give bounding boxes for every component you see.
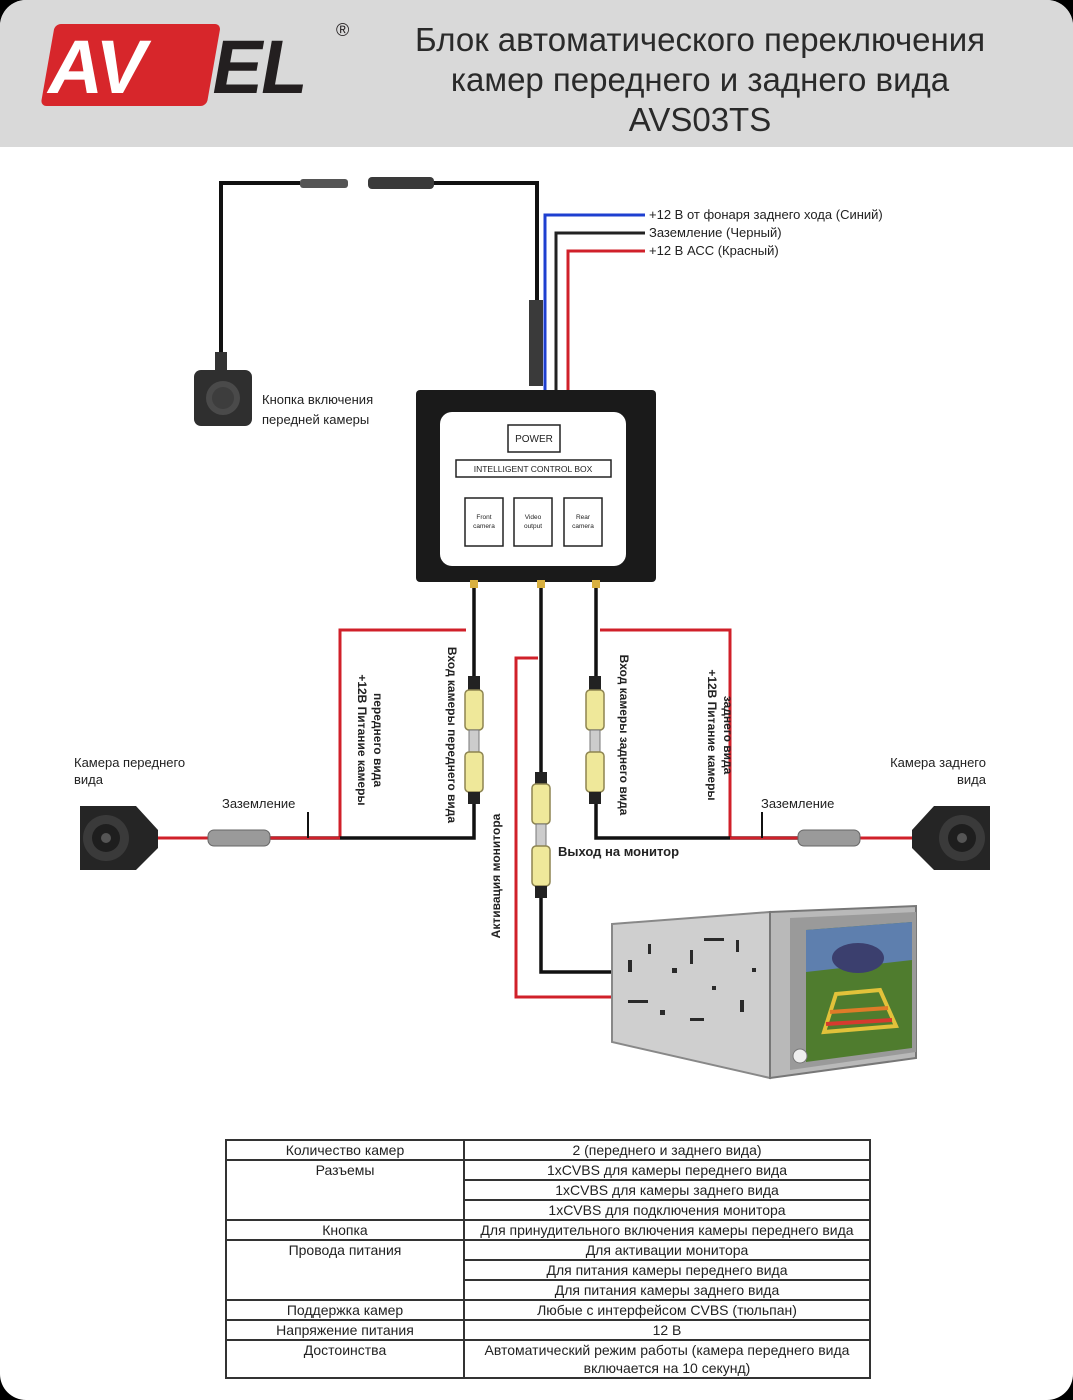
box-name: INTELLIGENT CONTROL BOX [474, 464, 593, 474]
table-row: 1xCVBS для подключения монитора [226, 1199, 871, 1221]
monitor-activation-label: Активация монитора [489, 813, 503, 938]
svg-text:+12В Питание камеры: +12В Питание камеры [355, 674, 369, 805]
svg-text:Вход камеры переднего вида: Вход камеры переднего вида [445, 647, 459, 823]
front-camera [80, 806, 158, 870]
rear-camera-line1: Камера заднего [890, 755, 986, 770]
port-rear-l1: Rear [576, 514, 591, 521]
svg-text:EL: EL [206, 26, 314, 110]
wire-red-label: +12 В АСС (Красный) [649, 243, 779, 258]
page-title: Блок автоматического переключения камер … [380, 20, 1020, 140]
spec-key: Количество камер [225, 1139, 465, 1161]
wire-blue-label: +12 В от фонаря заднего хода (Синий) [649, 207, 883, 222]
spec-key: Напряжение питания [225, 1319, 465, 1341]
svg-text:Активация монитора: Активация монитора [489, 813, 503, 938]
spec-value: 1xCVBS для камеры заднего вида [463, 1179, 871, 1201]
rca-connectors [207, 676, 861, 898]
rear-power-label: +12В Питание камеры заднего вида [705, 669, 735, 800]
spec-key: Кнопка [225, 1219, 465, 1241]
registered-mark: ® [336, 20, 349, 40]
rear-input-label: Вход камеры заднего вида [617, 655, 631, 816]
front-power-label: +12В Питание камеры переднего вида [355, 674, 385, 805]
wiring-diagram: +12 В от фонаря заднего хода (Синий) Заз… [74, 177, 990, 1080]
spec-value: Для принудительного включения камеры пер… [463, 1219, 871, 1241]
table-row: 1xCVBS для камеры заднего вида [226, 1179, 871, 1201]
port-video-l2: output [524, 523, 542, 530]
spec-key: Достоинства [225, 1339, 465, 1379]
front-input-label: Вход камеры переднего вида [445, 647, 459, 823]
spec-value: Автоматический режим работы (камера пере… [463, 1339, 871, 1379]
rear-ground-label: Заземление [761, 796, 834, 811]
power-label: POWER [515, 434, 553, 445]
table-row: Для питания камеры заднего вида [226, 1279, 871, 1301]
spec-value: Для активации монитора [463, 1239, 871, 1261]
spec-key: Поддержка камер [225, 1299, 465, 1321]
svg-text:переднего вида: переднего вида [371, 693, 385, 787]
front-camera-button [194, 352, 252, 426]
title-line-2: камер переднего и заднего вида [450, 61, 950, 98]
power-wires: +12 В от фонаря заднего хода (Синий) Заз… [543, 207, 883, 390]
button-cable [219, 177, 543, 386]
spec-value: 1xCVBS для подключения монитора [463, 1199, 871, 1221]
spec-value: 2 (переднего и заднего вида) [463, 1139, 871, 1161]
front-camera-line2: вида [74, 772, 104, 787]
svg-text:заднего вида: заднего вида [721, 696, 735, 775]
avel-logo: AV EL ® [41, 20, 349, 110]
port-front-l1: Front [476, 514, 491, 521]
svg-text:Вход камеры заднего вида: Вход камеры заднего вида [617, 655, 631, 816]
wire-black-label: Заземление (Черный) [649, 225, 782, 240]
spec-key: Разъемы [225, 1159, 465, 1221]
rear-camera [912, 806, 990, 870]
port-rear-l2: camera [572, 523, 594, 530]
title-line-1: Блок автоматического переключения [414, 21, 986, 58]
spec-value: 12 В [463, 1319, 871, 1341]
header: AV EL ® Блок автоматического переключени… [0, 0, 1073, 147]
head-unit-monitor [611, 904, 917, 1080]
table-row: Для питания камеры переднего вида [226, 1259, 871, 1281]
control-box: POWER INTELLIGENT CONTROL BOX Front came… [416, 390, 656, 582]
spec-value: Для питания камеры переднего вида [463, 1259, 871, 1281]
button-label-line2: передней камеры [262, 412, 369, 427]
monitor-output-label: Выход на монитор [558, 844, 679, 859]
button-label-line1: Кнопка включения [262, 392, 373, 407]
front-ground-label: Заземление [222, 796, 295, 811]
svg-text:+12В Питание камеры: +12В Питание камеры [705, 669, 719, 800]
spec-value: 1xCVBS для камеры переднего вида [463, 1159, 871, 1181]
rear-camera-line2: вида [957, 772, 987, 787]
port-front-l2: camera [473, 523, 495, 530]
spec-value: Для питания камеры заднего вида [463, 1279, 871, 1301]
port-video-l1: Video [525, 514, 542, 521]
spec-value: Любые с интерфейсом CVBS (тюльпан) [463, 1299, 871, 1321]
spec-key: Провода питания [225, 1239, 465, 1301]
front-camera-line1: Камера переднего [74, 755, 185, 770]
svg-text:AV: AV [42, 26, 155, 110]
title-model: AVS03TS [628, 101, 772, 138]
